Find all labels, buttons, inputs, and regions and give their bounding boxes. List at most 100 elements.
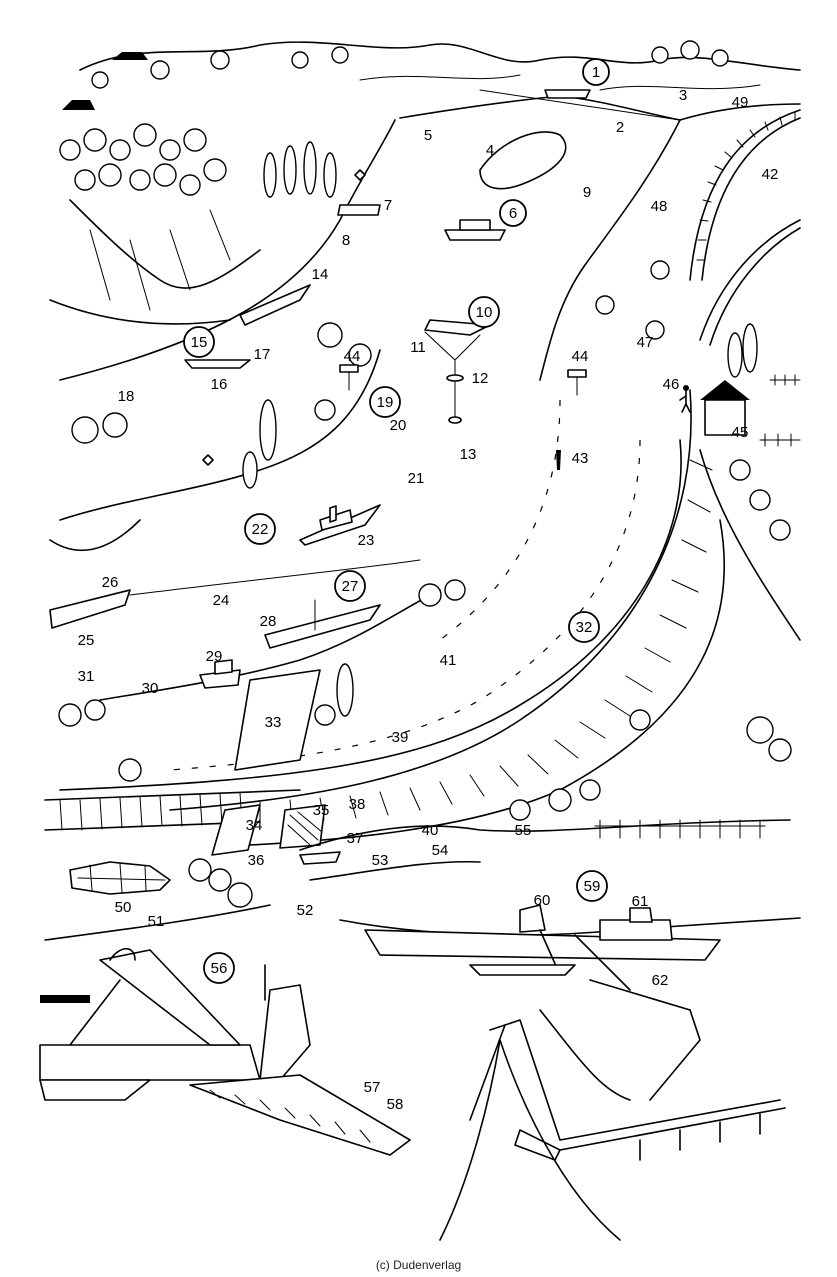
callout-number: 52 xyxy=(297,902,314,919)
callout-number: 32 xyxy=(576,619,593,636)
callout-number: 60 xyxy=(534,892,551,909)
callout-number: 29 xyxy=(206,648,223,665)
callout-number: 40 xyxy=(422,822,439,839)
callout-number: 48 xyxy=(651,198,668,215)
callout-number: 25 xyxy=(78,632,95,649)
callout-37: 37 xyxy=(347,830,364,847)
callout-number: 22 xyxy=(252,521,269,538)
callout-53: 53 xyxy=(372,852,389,869)
callout-50: 50 xyxy=(115,899,132,916)
callout-34: 34 xyxy=(246,817,263,834)
callout-number: 34 xyxy=(246,817,263,834)
callout-number: 43 xyxy=(572,450,589,467)
callout-circle xyxy=(244,513,276,545)
callout-number: 5 xyxy=(424,127,432,144)
callout-number: 18 xyxy=(118,388,135,405)
callout-number: 59 xyxy=(584,878,601,895)
callout-7: 7 xyxy=(384,197,392,214)
callout-21: 21 xyxy=(408,470,425,487)
line-art xyxy=(39,40,801,1241)
callout-31: 31 xyxy=(78,668,95,685)
callout-number: 53 xyxy=(372,852,389,869)
callout-number: 51 xyxy=(148,913,165,930)
callout-number: 19 xyxy=(377,394,394,411)
callout-number: 20 xyxy=(390,417,407,434)
callout-52: 52 xyxy=(297,902,314,919)
callout-number: 17 xyxy=(254,346,271,363)
callout-51: 51 xyxy=(148,913,165,930)
callout-number: 3 xyxy=(679,87,687,104)
callout-number: 46 xyxy=(663,376,680,393)
callout-circle xyxy=(499,199,527,227)
callout-29: 29 xyxy=(206,648,223,665)
callout-59: 59 xyxy=(576,870,608,902)
callout-25: 25 xyxy=(78,632,95,649)
callout-number: 4 xyxy=(486,142,494,159)
callout-number: 8 xyxy=(342,232,350,249)
callout-number: 57 xyxy=(364,1079,381,1096)
callout-number: 27 xyxy=(342,578,359,595)
callout-47: 47 xyxy=(637,334,654,351)
callout-number: 30 xyxy=(142,680,159,697)
callout-30: 30 xyxy=(142,680,159,697)
callout-9: 9 xyxy=(583,184,591,201)
river-engineering-illustration: 1234567891011121314151617181920212223242… xyxy=(39,40,801,1241)
callout-number: 41 xyxy=(440,652,457,669)
callout-33: 33 xyxy=(265,714,282,731)
callout-number: 21 xyxy=(408,470,425,487)
callout-17: 17 xyxy=(254,346,271,363)
callout-41: 41 xyxy=(440,652,457,669)
callout-55: 55 xyxy=(515,822,532,839)
callout-18: 18 xyxy=(118,388,135,405)
callout-56: 56 xyxy=(203,952,235,984)
callout-20: 20 xyxy=(390,417,407,434)
callout-32: 32 xyxy=(568,611,600,643)
callout-62: 62 xyxy=(652,972,669,989)
callout-49: 49 xyxy=(732,94,749,111)
callout-number: 61 xyxy=(632,893,649,910)
callout-circle xyxy=(582,58,610,86)
callout-number: 54 xyxy=(432,842,449,859)
callout-number: 39 xyxy=(392,729,409,746)
callout-circle xyxy=(203,952,235,984)
callout-40: 40 xyxy=(422,822,439,839)
callout-58: 58 xyxy=(387,1096,404,1113)
callout-45: 45 xyxy=(732,424,749,441)
callout-circle xyxy=(468,296,500,328)
callout-1: 1 xyxy=(582,58,610,86)
copyright-credit: (c) Dudenverlag xyxy=(375,1258,462,1272)
callout-number: 58 xyxy=(387,1096,404,1113)
callout-number: 7 xyxy=(384,197,392,214)
callout-number: 45 xyxy=(732,424,749,441)
callout-number: 1 xyxy=(592,64,600,81)
callout-number: 16 xyxy=(211,376,228,393)
callout-46: 46 xyxy=(663,376,680,393)
callout-circle xyxy=(334,570,366,602)
callout-13: 13 xyxy=(460,446,477,463)
callout-circle xyxy=(576,870,608,902)
callout-2: 2 xyxy=(616,119,624,136)
callout-10: 10 xyxy=(468,296,500,328)
callout-12: 12 xyxy=(472,370,489,387)
callout-number: 49 xyxy=(732,94,749,111)
callout-24: 24 xyxy=(213,592,230,609)
callout-number: 62 xyxy=(652,972,669,989)
callout-number: 38 xyxy=(349,796,366,813)
callout-number: 35 xyxy=(313,802,330,819)
callout-22: 22 xyxy=(244,513,276,545)
callout-number: 13 xyxy=(460,446,477,463)
callout-36: 36 xyxy=(248,852,265,869)
callout-circle xyxy=(183,326,215,358)
callout-number: 28 xyxy=(260,613,277,630)
callout-circle xyxy=(568,611,600,643)
callout-11: 11 xyxy=(410,339,426,356)
callout-number: 11 xyxy=(410,339,426,356)
callout-23: 23 xyxy=(358,532,375,549)
callout-number: 14 xyxy=(312,266,329,283)
callout-48: 48 xyxy=(651,198,668,215)
callout-57: 57 xyxy=(364,1079,381,1096)
callout-6: 6 xyxy=(499,199,527,227)
callout-4: 4 xyxy=(486,142,494,159)
callout-28: 28 xyxy=(260,613,277,630)
